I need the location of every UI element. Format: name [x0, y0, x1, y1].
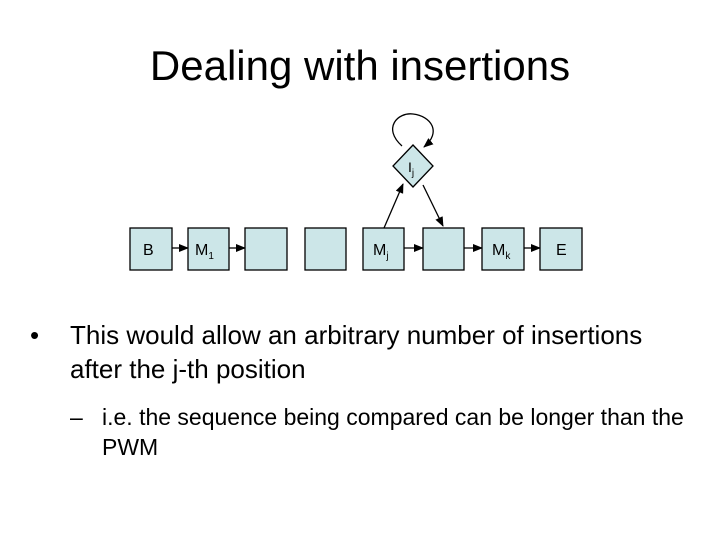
bullet-sub-text: i.e. the sequence being compared can be … [102, 404, 684, 460]
node-mk [481, 227, 525, 271]
node-m2 [244, 227, 288, 271]
node-ij [392, 144, 434, 188]
node-mj [362, 227, 405, 271]
sub-bullet-marker: – [70, 404, 83, 430]
node-m1-label: M1 [195, 242, 214, 262]
arrow-ij-m [422, 184, 444, 227]
node-e [539, 227, 583, 271]
node-mj-label: Mj [373, 242, 389, 262]
profile-hmm-diagram: B M1 Mj Mk E Ij [129, 113, 583, 271]
bullet-main-text: This would allow an arbitrary number of … [70, 320, 643, 384]
slide-title: Dealing with insertions [149, 42, 571, 89]
state-nodes [129, 144, 583, 271]
arrow-ij-self-loop [391, 113, 434, 148]
node-m3 [304, 227, 347, 271]
node-m1 [187, 227, 230, 271]
bullet-marker: • [30, 320, 40, 350]
arrow-mj-ij [383, 183, 404, 229]
node-e-label: E [556, 242, 567, 259]
node-mk-label: Mk [492, 242, 511, 262]
node-b [129, 227, 173, 271]
node-m-after-j [422, 227, 465, 271]
transition-arrows [172, 113, 541, 252]
node-b-label: B [143, 242, 154, 259]
node-ij-label: Ij [408, 159, 414, 179]
